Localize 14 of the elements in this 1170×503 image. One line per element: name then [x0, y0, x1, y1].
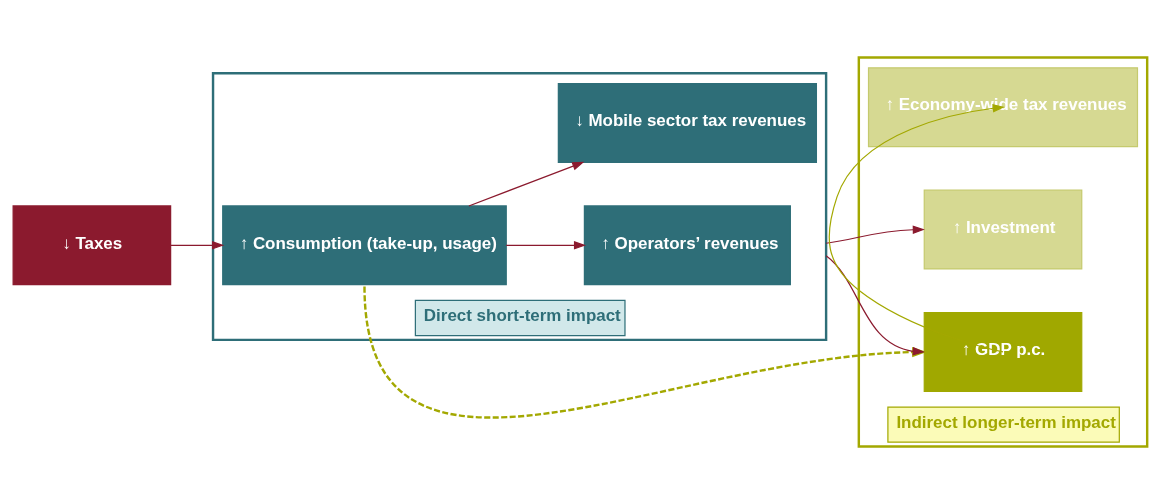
node-box: ↑ Economy-wide tax revenues — [867, 66, 1139, 147]
arrow — [505, 240, 587, 250]
arrow — [170, 240, 225, 250]
node-box: ↓ Taxes — [12, 204, 172, 285]
node-box: ↑ Operators’ revenues — [583, 204, 791, 285]
arrow — [828, 103, 1005, 353]
node-box: ↑ GDP p.c. — [923, 311, 1083, 392]
arrow — [825, 225, 925, 244]
arrow — [468, 161, 585, 207]
node-box: ↑ Consumption (take-up, usage) — [222, 204, 507, 285]
arrow — [825, 254, 925, 355]
node-box: ↓ Mobile sector tax revenues — [557, 82, 817, 163]
arrow — [363, 285, 927, 419]
node-box: ↑ Investment — [923, 189, 1083, 270]
